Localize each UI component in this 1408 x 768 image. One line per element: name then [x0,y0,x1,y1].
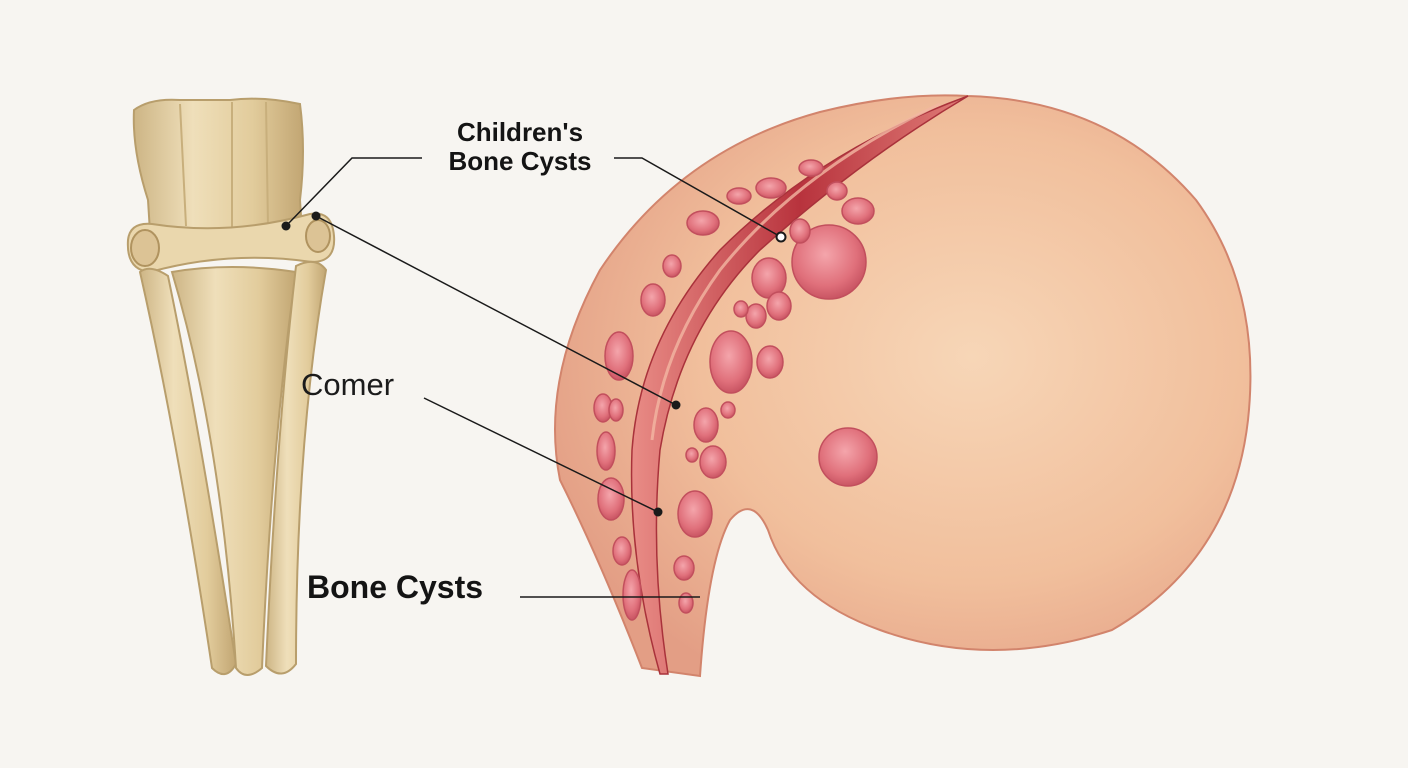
upper-bone [132,97,304,233]
bone-tissue-illustration [554,94,1252,678]
label-childrens-bone-cysts: Children's Bone Cysts [437,118,603,176]
leader-dot [311,211,321,221]
label-bone-cysts: Bone Cysts [307,569,484,605]
label-childrens-line2: Bone Cysts [448,146,592,176]
tissue-cleft [630,95,969,675]
middle-shaft [170,266,298,676]
leader-dot [653,507,663,517]
leader-dot [775,231,787,243]
leader-dot [281,221,291,231]
cyst-cluster [593,159,878,621]
leader-line-joint [315,215,677,406]
leader-line-top-left [285,157,422,227]
label-childrens-line1: Children's [456,117,584,147]
right-shaft [264,260,328,675]
leader-dot [671,400,681,410]
joint-bone-illustration [126,97,336,676]
label-corner: Comer [301,367,395,402]
leader-dots [281,211,787,517]
leader-line-top-right [614,157,782,238]
leader-line-corner [423,397,659,513]
leader-lines [285,157,782,598]
